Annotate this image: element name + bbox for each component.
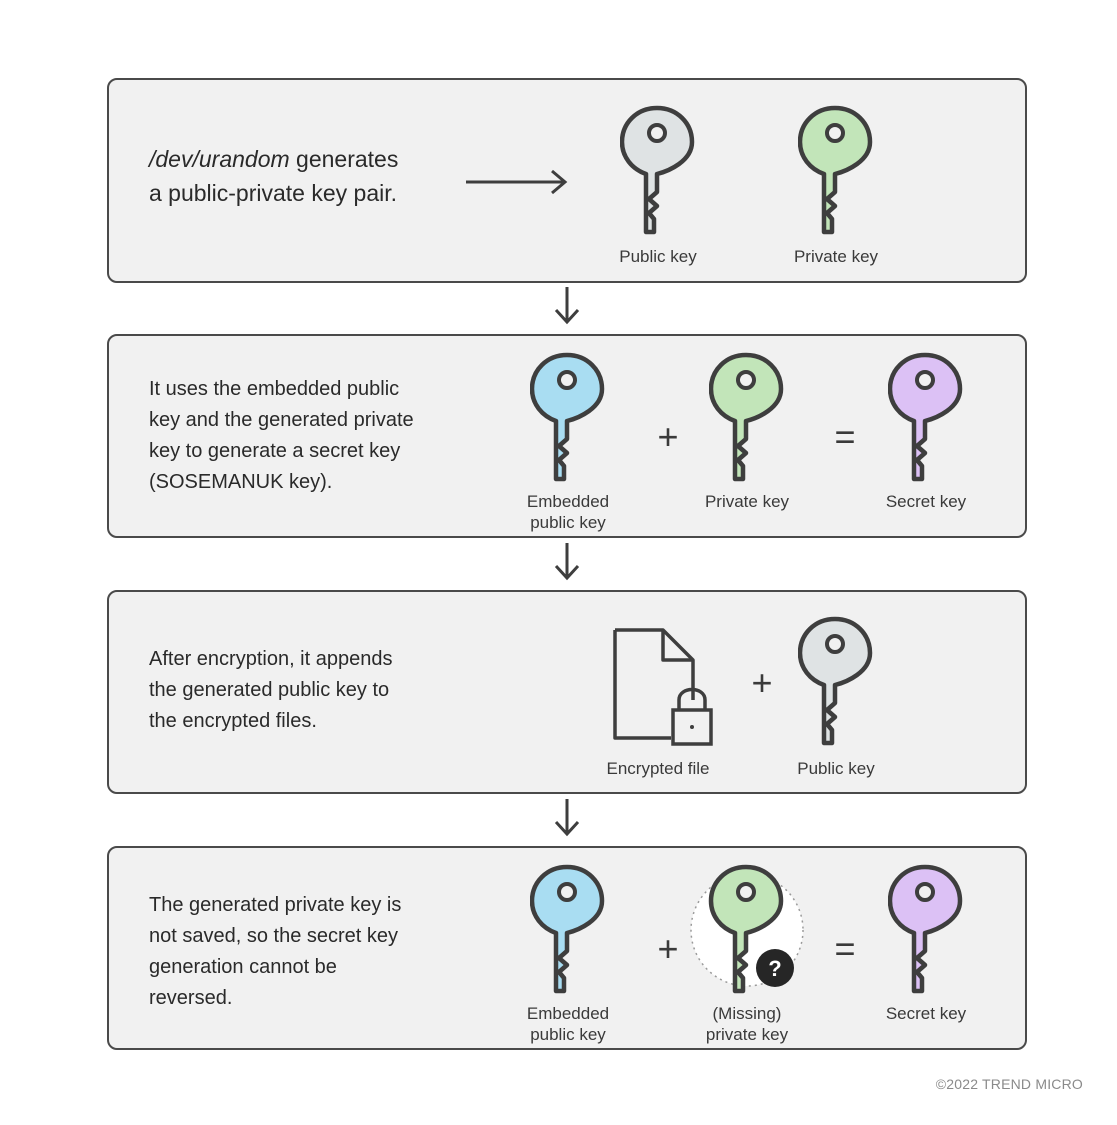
- step4-line: not saved, so the secret key: [149, 925, 399, 947]
- public-key-label: Public key: [797, 759, 875, 778]
- embedded-public-key-label: Embedded public key: [493, 1003, 643, 1045]
- private-key-icon: [798, 105, 874, 237]
- public-key-icon: [620, 105, 696, 237]
- question-mark: ?: [768, 956, 781, 981]
- plus-sign: +: [751, 662, 773, 703]
- step4-text: The generated private key is not saved, …: [149, 890, 401, 1014]
- panel-append-public-key: After encryption, it appends the generat…: [107, 590, 1027, 794]
- copyright-text: ©2022 TREND MICRO: [935, 1076, 1083, 1092]
- encrypted-file-icon: [613, 628, 713, 746]
- step4-line: The generated private key is: [149, 894, 402, 916]
- step3-line: After encryption, it appends: [149, 648, 393, 670]
- step3-line: the generated public key to: [149, 679, 390, 701]
- equals-sign: =: [834, 416, 856, 457]
- secret-key-label: Secret key: [885, 1004, 967, 1023]
- public-key-label: Public key: [619, 247, 697, 266]
- private-key-label: Private key: [704, 492, 790, 511]
- label-line: public key: [530, 1025, 606, 1044]
- label-line: (Missing): [712, 1004, 782, 1023]
- private-key-icon: [709, 352, 785, 484]
- private-key-label: Private key: [793, 247, 879, 266]
- step2-line: key and the generated private: [149, 409, 414, 431]
- secret-key-label: Secret key: [885, 492, 967, 511]
- encrypted-file-label: Encrypted file: [606, 759, 710, 778]
- label-line: Embedded: [526, 1004, 610, 1023]
- plus-sign: +: [657, 416, 679, 457]
- step1-text-rest: generates: [289, 146, 399, 172]
- down-arrow-icon: [554, 287, 580, 325]
- missing-private-key-icon: ?: [690, 860, 804, 1000]
- panel-secret-key-generation: It uses the embedded public key and the …: [107, 334, 1027, 538]
- label-line: Embedded: [526, 492, 610, 511]
- panel-irreversible: The generated private key is not saved, …: [107, 846, 1027, 1050]
- public-key-icon: [798, 616, 874, 748]
- step1-text: /dev/urandom generates a public-private …: [149, 142, 398, 210]
- missing-private-key-label: (Missing) private key: [672, 1003, 822, 1045]
- question-icon: [756, 949, 794, 987]
- secret-key-icon: [888, 864, 964, 996]
- step4-line: generation cannot be: [149, 956, 337, 978]
- plus-sign: +: [657, 928, 679, 969]
- step2-line: key to generate a secret key: [149, 440, 401, 462]
- step2-line: It uses the embedded public: [149, 378, 400, 400]
- embedded-public-key-icon: [530, 864, 606, 996]
- step3-line: the encrypted files.: [149, 710, 317, 732]
- label-line: public key: [530, 513, 606, 532]
- step2-line: (SOSEMANUK key).: [149, 471, 333, 493]
- equals-sign: =: [834, 928, 856, 969]
- step1-text-line2: a public-private key pair.: [149, 180, 398, 206]
- step2-text: It uses the embedded public key and the …: [149, 374, 414, 498]
- panel-key-pair-generation: /dev/urandom generates a public-private …: [107, 78, 1027, 283]
- right-arrow-icon: [466, 169, 568, 195]
- step4-line: reversed.: [149, 987, 233, 1009]
- embedded-public-key-label: Embedded public key: [493, 491, 643, 533]
- label-line: private key: [705, 1025, 789, 1044]
- down-arrow-icon: [554, 799, 580, 837]
- secret-key-icon: [888, 352, 964, 484]
- down-arrow-icon: [554, 543, 580, 581]
- urandom-text: /dev/urandom: [149, 146, 290, 172]
- step3-text: After encryption, it appends the generat…: [149, 644, 392, 737]
- embedded-public-key-icon: [530, 352, 606, 484]
